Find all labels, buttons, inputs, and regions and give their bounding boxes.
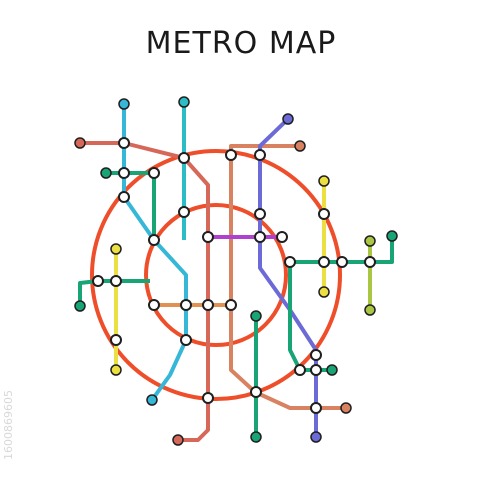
terminal-station bbox=[118, 98, 130, 110]
terminal-station bbox=[110, 364, 122, 376]
interchange-station bbox=[178, 152, 190, 164]
interchange-station bbox=[310, 349, 322, 361]
cyan-line bbox=[122, 104, 188, 402]
outer-ring-line bbox=[90, 149, 342, 401]
interchange-station bbox=[254, 231, 266, 243]
interchange-station bbox=[118, 191, 130, 203]
terminal-station bbox=[340, 402, 352, 414]
interchange-station bbox=[254, 208, 266, 220]
interchange-station bbox=[178, 206, 190, 218]
interchange-station bbox=[250, 386, 262, 398]
interchange-station bbox=[180, 299, 192, 311]
interchange-station bbox=[318, 208, 330, 220]
terminal-station bbox=[318, 175, 330, 187]
terminal-station bbox=[178, 96, 190, 108]
interchange-station bbox=[202, 392, 214, 404]
stock-id-watermark: 1600869605 bbox=[2, 390, 15, 460]
terminal-station bbox=[74, 300, 86, 312]
interchange-station bbox=[202, 299, 214, 311]
interchange-station bbox=[148, 299, 160, 311]
salmon-line bbox=[229, 144, 346, 410]
terminal-station bbox=[364, 304, 376, 316]
interchange-station bbox=[225, 299, 237, 311]
interchange-station bbox=[310, 364, 322, 376]
map-title: METRO MAP bbox=[145, 26, 337, 61]
interchange-station bbox=[110, 334, 122, 346]
terminal-station bbox=[386, 230, 398, 242]
terminal-station bbox=[282, 113, 294, 125]
interchange-station bbox=[225, 149, 237, 161]
interchange-station bbox=[284, 256, 296, 268]
interchange-station bbox=[310, 402, 322, 414]
interchange-station bbox=[276, 231, 288, 243]
blue-line bbox=[258, 117, 318, 437]
interchange-station bbox=[336, 256, 348, 268]
interchange-station bbox=[92, 275, 104, 287]
terminal-station bbox=[146, 394, 158, 406]
terminal-station bbox=[250, 431, 262, 443]
interchange-station bbox=[180, 334, 192, 346]
terminal-station bbox=[364, 235, 376, 247]
interchange-station bbox=[364, 256, 376, 268]
terminal-station bbox=[326, 364, 338, 376]
interchange-station bbox=[118, 137, 130, 149]
interchange-station bbox=[148, 167, 160, 179]
terminal-station bbox=[250, 310, 262, 322]
interchange-station bbox=[110, 275, 122, 287]
green-top-line bbox=[106, 171, 156, 240]
interchange-station bbox=[318, 256, 330, 268]
terminal-station bbox=[172, 434, 184, 446]
interchange-station bbox=[148, 234, 160, 246]
interchange-station bbox=[202, 231, 214, 243]
green-right-line bbox=[288, 236, 394, 372]
inner-ring-line bbox=[144, 203, 288, 347]
stations bbox=[74, 96, 398, 446]
interchange-station bbox=[118, 167, 130, 179]
terminal-station bbox=[310, 431, 322, 443]
terminal-station bbox=[318, 286, 330, 298]
terminal-station bbox=[100, 167, 112, 179]
terminal-station bbox=[294, 140, 306, 152]
terminal-station bbox=[110, 243, 122, 255]
terminal-station bbox=[74, 137, 86, 149]
interchange-station bbox=[294, 364, 306, 376]
interchange-station bbox=[254, 149, 266, 161]
